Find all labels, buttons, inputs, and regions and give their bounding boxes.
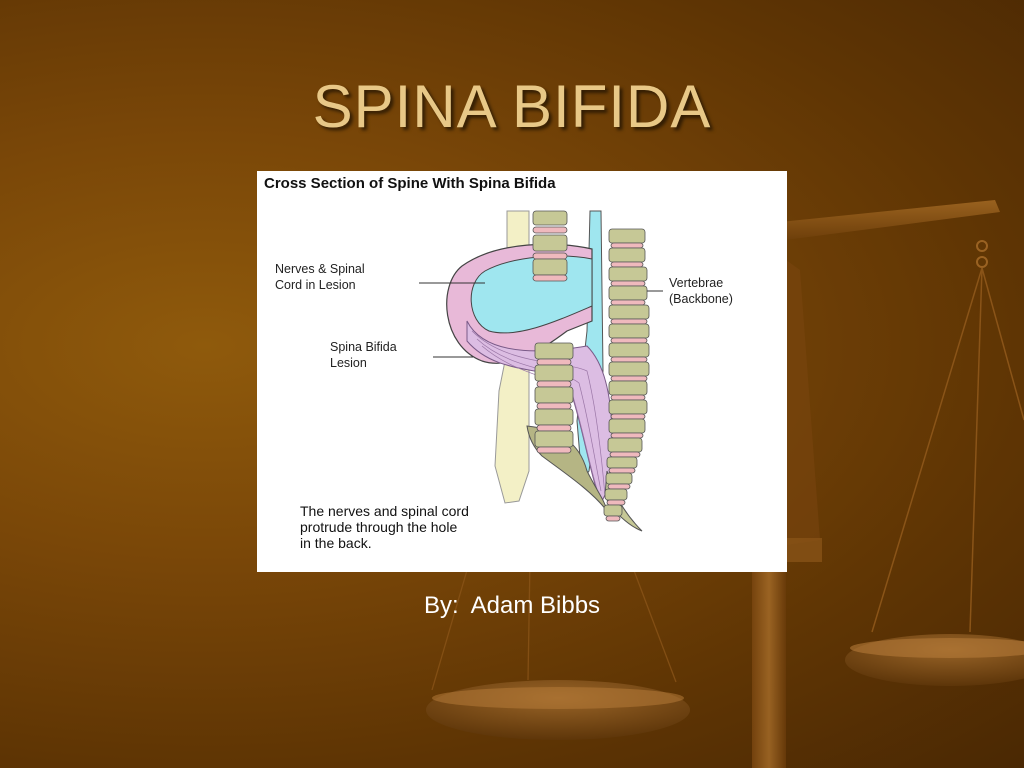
vertebra-outer — [608, 304, 650, 320]
disc-outer — [609, 451, 641, 458]
vertebra-outer — [606, 456, 638, 469]
vertebra-inner — [534, 408, 574, 426]
disc-inner — [536, 402, 572, 410]
disc-outer — [610, 375, 648, 382]
disc-outer — [610, 337, 648, 344]
vertebra-outer — [607, 437, 643, 453]
vertebra-outer — [608, 380, 648, 396]
vertebra-outer — [608, 285, 648, 301]
disc-outer — [610, 280, 646, 287]
disc-outer — [610, 413, 646, 420]
vertebra-outer — [603, 504, 623, 517]
vertebra-outer — [608, 228, 646, 244]
vertebra-inner — [532, 234, 568, 252]
vertebra-outer — [608, 323, 650, 339]
disc-outer — [610, 299, 646, 306]
label-spina-bifida-lesion: Spina Bifida Lesion — [330, 340, 397, 370]
disc-outer — [610, 242, 644, 249]
disc-outer — [610, 394, 646, 401]
slide-title: SPINA BIFIDA — [312, 73, 712, 140]
disc-outer — [608, 467, 636, 474]
disc-outer — [605, 515, 621, 522]
disc-inner — [536, 380, 572, 388]
label-vertebrae: Vertebrae (Backbone) — [669, 276, 733, 306]
disc-outer — [610, 356, 648, 363]
vertebra-inner — [532, 252, 568, 260]
vertebra-outer — [608, 342, 650, 358]
spine-cross-section-diagram — [419, 210, 663, 532]
disc-inner — [536, 358, 572, 366]
disc-outer — [606, 499, 626, 506]
vertebra-outer — [608, 266, 648, 282]
vertebra-inner — [534, 386, 574, 404]
label-nerves-spinal-cord: Nerves & Spinal Cord in Lesion — [275, 262, 365, 292]
disc-outer — [610, 318, 648, 325]
vertebra-outer — [608, 247, 646, 263]
vertebra-inner — [532, 226, 568, 234]
vertebra-inner — [534, 364, 574, 382]
disc-inner — [536, 424, 572, 432]
disc-outer — [610, 432, 644, 439]
vertebra-inner — [532, 274, 568, 282]
vertebra-outer — [605, 472, 633, 485]
disc-inner — [536, 446, 572, 454]
vertebra-outer — [608, 361, 650, 377]
vertebra-outer — [608, 418, 646, 434]
author-byline: By: Adam Bibbs — [423, 592, 601, 619]
spina-bifida-figure: Cross Section of Spine With Spina Bifida… — [257, 171, 787, 572]
vertebra-inner — [534, 342, 574, 360]
vertebra-outer — [608, 399, 648, 415]
vertebra-inner — [534, 430, 574, 448]
vertebra-inner — [532, 258, 568, 276]
vertebra-inner — [532, 210, 568, 226]
vertebra-outer — [604, 488, 628, 501]
figure-title: Cross Section of Spine With Spina Bifida — [264, 175, 556, 192]
disc-outer — [607, 483, 631, 490]
figure-caption: The nerves and spinal cord protrude thro… — [300, 503, 469, 551]
disc-outer — [610, 261, 644, 268]
